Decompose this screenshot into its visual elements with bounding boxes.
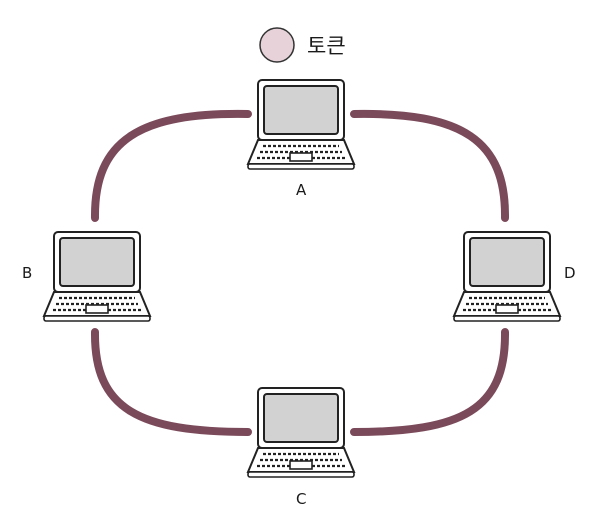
link-b-c bbox=[90, 328, 252, 436]
node-label-a: A bbox=[296, 181, 307, 199]
node-label-d: D bbox=[564, 264, 576, 282]
laptop-d bbox=[452, 230, 562, 323]
laptop-c bbox=[246, 386, 356, 479]
node-label-c: C bbox=[296, 490, 307, 508]
link-a-d bbox=[350, 109, 510, 222]
laptop-a bbox=[246, 78, 356, 171]
laptop-b bbox=[42, 230, 152, 323]
link-d-c bbox=[350, 328, 510, 436]
token-circle bbox=[259, 27, 295, 63]
link-a-b bbox=[90, 109, 252, 222]
token-label: 토큰 bbox=[307, 34, 346, 58]
node-label-b: B bbox=[22, 264, 33, 282]
